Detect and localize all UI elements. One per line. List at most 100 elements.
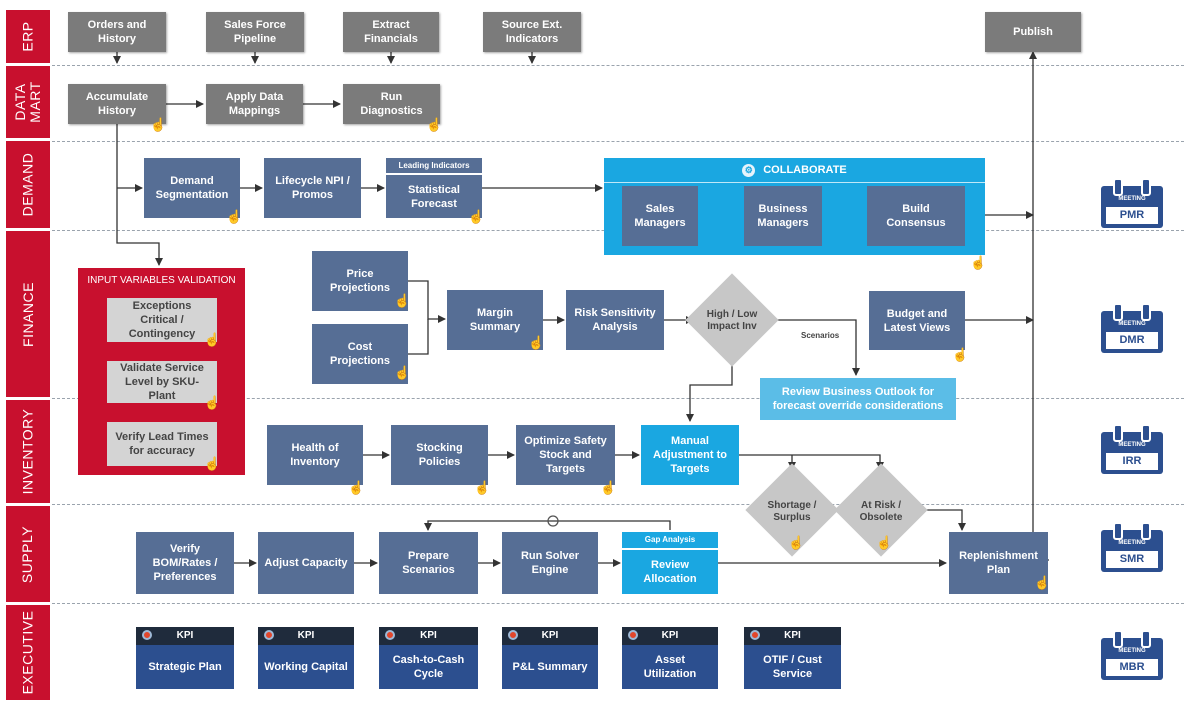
- meeting-label: MEETING: [1118, 442, 1146, 448]
- box-label: Adjust Capacity: [264, 557, 348, 569]
- meeting-label: MEETING: [1118, 196, 1146, 202]
- box-label: Run Solver Engine: [520, 550, 580, 576]
- kpi-icon: [628, 630, 638, 640]
- kpi-icon: [508, 630, 518, 640]
- lane-separator: [52, 141, 1184, 142]
- run-diagnostics-box[interactable]: Run Diagnostics: [343, 84, 440, 124]
- box-label: Orders and History: [87, 19, 147, 45]
- budget-latest-views-box[interactable]: Budget and Latest Views: [869, 291, 965, 350]
- hand-pointer-icon: ☝: [204, 395, 221, 410]
- business-managers-box[interactable]: Business Managers: [744, 186, 822, 246]
- kpi-pl-summary[interactable]: P&L Summary: [502, 645, 598, 689]
- kpi-otif[interactable]: OTIF / Cust Service: [744, 645, 841, 689]
- review-business-outlook-box[interactable]: Review Business Outlook for forecast ove…: [760, 378, 956, 420]
- lane-demand: DEMAND: [6, 141, 50, 228]
- box-label: Lifecycle NPI / Promos: [275, 175, 350, 201]
- kpi-tag: KPI: [502, 627, 598, 645]
- margin-summary-box[interactable]: Margin Summary: [447, 290, 543, 350]
- box-label: Build Consensus: [886, 203, 946, 229]
- meeting-calendar-icon[interactable]: MEETING SMR: [1101, 522, 1163, 572]
- hand-pointer-icon: ☝: [474, 480, 491, 495]
- lane-erp: ERP: [6, 10, 50, 63]
- kpi-working-capital[interactable]: Working Capital: [258, 645, 354, 689]
- risk-sensitivity-box[interactable]: Risk Sensitivity Analysis: [566, 290, 664, 350]
- build-consensus-box[interactable]: Build Consensus: [867, 186, 965, 246]
- orders-history-box[interactable]: Orders and History: [68, 12, 166, 52]
- meeting-name: SMR: [1106, 551, 1158, 568]
- box-label: Asset Utilization: [643, 654, 697, 680]
- adjust-capacity-box[interactable]: Adjust Capacity: [258, 532, 354, 594]
- validation-item-exceptions[interactable]: Exceptions Critical / Contingency: [107, 298, 217, 342]
- hand-pointer-icon: ☝: [468, 209, 485, 224]
- prepare-scenarios-box[interactable]: Prepare Scenarios: [379, 532, 478, 594]
- sales-managers-box[interactable]: Sales Managers: [622, 186, 698, 246]
- apply-data-mappings-box[interactable]: Apply Data Mappings: [206, 84, 303, 124]
- box-label: Validate Service Level by SKU-Plant: [120, 362, 204, 402]
- stocking-policies-box[interactable]: Stocking Policies: [391, 425, 488, 485]
- box-label: Business Managers: [757, 203, 809, 229]
- kpi-tag: KPI: [258, 627, 354, 645]
- box-label: Cash-to-Cash Cycle: [392, 654, 465, 680]
- lane-finance: FINANCE: [6, 231, 50, 397]
- kpi-label: KPI: [420, 630, 437, 641]
- accumulate-history-box[interactable]: Accumulate History: [68, 84, 166, 124]
- meeting-calendar-icon[interactable]: MEETING MBR: [1101, 630, 1163, 680]
- replenishment-plan-box[interactable]: Replenishment Plan: [949, 532, 1048, 594]
- verify-bom-box[interactable]: Verify BOM/Rates / Preferences: [136, 532, 234, 594]
- statistical-forecast-box[interactable]: Statistical Forecast: [386, 175, 482, 218]
- meeting-label: MEETING: [1118, 321, 1146, 327]
- hand-pointer-icon: ☝: [394, 365, 411, 380]
- box-label: Extract Financials: [364, 19, 418, 45]
- calendar-ring: [1141, 630, 1151, 648]
- lane-executive: EXECUTIVE: [6, 605, 50, 700]
- kpi-tag: KPI: [136, 627, 234, 645]
- source-ext-indicators-box[interactable]: Source Ext. Indicators: [483, 12, 581, 52]
- cost-projections-box[interactable]: Cost Projections: [312, 324, 408, 384]
- demand-segmentation-box[interactable]: Demand Segmentation: [144, 158, 240, 218]
- validation-item-service-level[interactable]: Validate Service Level by SKU-Plant: [107, 361, 217, 403]
- review-allocation-box[interactable]: Review Allocation: [622, 550, 718, 594]
- kpi-asset-utilization[interactable]: Asset Utilization: [622, 645, 718, 689]
- extract-financials-box[interactable]: Extract Financials: [343, 12, 439, 52]
- lifecycle-npi-promos-box[interactable]: Lifecycle NPI / Promos: [264, 158, 361, 218]
- kpi-label: KPI: [297, 630, 315, 641]
- box-label: Leading Indicators: [398, 160, 470, 170]
- meeting-calendar-icon[interactable]: MEETING PMR: [1101, 178, 1163, 228]
- calendar-ring: [1113, 424, 1123, 442]
- health-of-inventory-box[interactable]: Health of Inventory: [267, 425, 363, 485]
- kpi-icon: [385, 630, 395, 640]
- lane-supply: SUPPLY: [6, 506, 50, 602]
- box-label: P&L Summary: [512, 661, 588, 673]
- hand-pointer-icon: ☝: [226, 209, 243, 224]
- meeting-name: MBR: [1106, 659, 1158, 676]
- box-label: Replenishment Plan: [959, 550, 1038, 576]
- meeting-calendar-icon[interactable]: MEETING DMR: [1101, 303, 1163, 353]
- optimize-safety-stock-box[interactable]: Optimize Safety Stock and Targets: [516, 425, 615, 485]
- lane-data-mart: DATA MART: [6, 66, 50, 138]
- validation-item-lead-times[interactable]: Verify Lead Times for accuracy: [107, 422, 217, 466]
- hand-pointer-icon: ☝: [970, 255, 987, 270]
- kpi-cash-to-cash[interactable]: Cash-to-Cash Cycle: [379, 645, 478, 689]
- box-label: Price Projections: [330, 268, 390, 294]
- sales-force-pipeline-box[interactable]: Sales Force Pipeline: [206, 12, 304, 52]
- kpi-strategic-plan[interactable]: Strategic Plan: [136, 645, 234, 689]
- box-label: Manual Adjustment to Targets: [653, 435, 727, 475]
- calendar-ring: [1141, 424, 1151, 442]
- meeting-name: IRR: [1106, 453, 1158, 470]
- collaborate-icon: ⚙: [742, 163, 756, 177]
- publish-box[interactable]: Publish: [985, 12, 1081, 52]
- lane-separator: [52, 603, 1184, 604]
- box-label: Working Capital: [264, 661, 348, 673]
- decision-label: High / Low Impact Inv: [706, 309, 758, 332]
- meeting-calendar-icon[interactable]: MEETING IRR: [1101, 424, 1163, 474]
- run-solver-engine-box[interactable]: Run Solver Engine: [502, 532, 598, 594]
- kpi-label: KPI: [661, 630, 679, 641]
- lane-separator: [52, 65, 1184, 66]
- box-label: Health of Inventory: [290, 442, 340, 468]
- price-projections-box[interactable]: Price Projections: [312, 251, 408, 311]
- box-label: Accumulate History: [85, 91, 149, 117]
- box-label: Exceptions Critical / Contingency: [128, 300, 196, 340]
- manual-adjustment-box[interactable]: Manual Adjustment to Targets: [641, 425, 739, 485]
